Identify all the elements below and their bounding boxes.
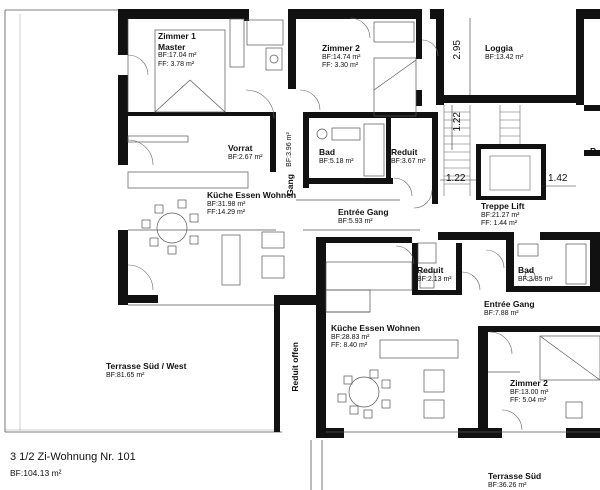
dimension-1-22-horizontal: 1.22: [446, 173, 466, 184]
room-bf: BF:2.13 m²: [417, 275, 452, 283]
room-bf: BF:17.04 m²: [158, 52, 197, 60]
room-bf: BF:81.65 m²: [106, 371, 145, 379]
room-name: Bad: [518, 265, 535, 275]
room-ff: FF: 3.30 m²: [322, 62, 359, 70]
dimension-1-42: 1.42: [548, 173, 568, 184]
room-name: Reduit: [417, 265, 444, 275]
room-subname: Master: [158, 41, 186, 52]
room-vorrat: Vorrat BF:2.67 m²: [228, 143, 263, 162]
room-bf: BF:3.96 m²: [286, 132, 293, 167]
thin-lines: [127, 18, 600, 433]
room-name: Vorrat: [228, 143, 253, 153]
room-edge-label: R: [590, 146, 596, 157]
room-treppe-lift: Treppe Lift BF:21.27 m² FF: 1.44 m²: [481, 201, 524, 229]
doors: [127, 17, 523, 431]
room-bf: BF:36.26 m²: [488, 481, 527, 489]
room-zimmer2-bottom: Zimmer 2 BF:13.00 m² FF: 5.04 m²: [510, 378, 549, 406]
room-name: Entrée Gang: [484, 299, 535, 309]
room-kueche-bottom: Küche Essen Wohnen BF:28.83 m² FF: 8.40 …: [331, 323, 420, 351]
room-ff: FF: 3.78 m²: [158, 61, 195, 68]
room-bf: BF:7.88 m²: [484, 309, 519, 317]
room-bf: BF:28.83 m²: [331, 333, 370, 341]
room-name: R: [590, 146, 597, 156]
room-bf: BF:5.18 m²: [319, 157, 354, 165]
room-kueche-top: Küche Essen Wohnen BF:31.98 m² FF:14.29 …: [207, 190, 296, 218]
room-bf: BF:21.27 m²: [481, 211, 520, 219]
room-bf: BF:13.00 m²: [510, 388, 549, 396]
room-zimmer2-top: Zimmer 2 BF:14.74 m² FF: 3.30 m²: [322, 43, 361, 71]
room-ff: FF: 8.40 m²: [331, 342, 368, 350]
room-entree-top: Entrée Gang BF:5.93 m²: [338, 207, 389, 226]
room-bf: BF:13.42 m²: [485, 53, 524, 61]
room-bad-top: Bad BF:5.18 m²: [319, 147, 354, 166]
room-name: Loggia: [485, 43, 513, 53]
room-name: Zimmer 2: [510, 378, 548, 388]
room-zimmer1: Zimmer 1 Master BF:17.04 m² FF: 3.78 m²: [158, 31, 197, 70]
room-ff: FF:14.29 m²: [207, 209, 246, 217]
room-name: Küche Essen Wohnen: [331, 323, 421, 333]
room-name: Treppe Lift: [481, 201, 525, 211]
dimension-2-95: 2.95: [452, 40, 463, 60]
room-bad-mid: Bad BF:3.85 m²: [518, 265, 553, 284]
room-gang: Gang BF:3.96 m²: [280, 132, 300, 196]
room-ff: FF: 1.44 m²: [481, 220, 518, 228]
room-entree-mid: Entrée Gang BF:7.88 m²: [484, 299, 535, 318]
room-terrasse-sw: Terrasse Süd / West BF:81.65 m²: [106, 361, 186, 380]
room-reduit-offen: Reduit offen: [285, 342, 305, 392]
room-name: Zimmer 1: [158, 31, 196, 41]
room-reduit-top: Reduit BF:3.67 m²: [391, 147, 426, 166]
room-terrasse-sued: Terrasse Süd BF:36.26 m²: [488, 471, 541, 490]
unit-title: 3 1/2 Zi-Wohnung Nr. 101: [10, 451, 136, 463]
room-bf: BF:5.93 m²: [338, 217, 373, 225]
room-name: Entrée Gang: [338, 207, 389, 217]
walls: [118, 9, 600, 438]
room-bf: BF:14.74 m²: [322, 53, 361, 61]
unit-area: BF:104.13 m²: [10, 468, 62, 478]
room-bf: BF:3.67 m²: [391, 157, 426, 165]
room-ff: FF: 5.04 m²: [510, 397, 547, 405]
room-loggia: Loggia BF:13.42 m²: [485, 43, 524, 62]
dimension-1-22-vertical: 1.22: [452, 112, 463, 132]
room-name: Terrasse Süd: [488, 471, 542, 481]
room-name: Terrasse Süd / West: [106, 361, 187, 371]
room-bf: BF:31.98 m²: [207, 200, 246, 208]
terrace-boundary: [4, 9, 323, 490]
room-name: Reduit: [391, 147, 418, 157]
room-name: Reduit offen: [290, 342, 300, 392]
room-name: Zimmer 2: [322, 43, 360, 53]
room-bf: BF:2.67 m²: [228, 153, 263, 161]
dimension-lines: [440, 18, 576, 187]
room-bf: BF:3.85 m²: [518, 275, 553, 283]
room-name: Bad: [319, 147, 336, 157]
room-name: Küche Essen Wohnen: [207, 190, 297, 200]
room-reduit-mid: Reduit BF:2.13 m²: [417, 265, 452, 284]
